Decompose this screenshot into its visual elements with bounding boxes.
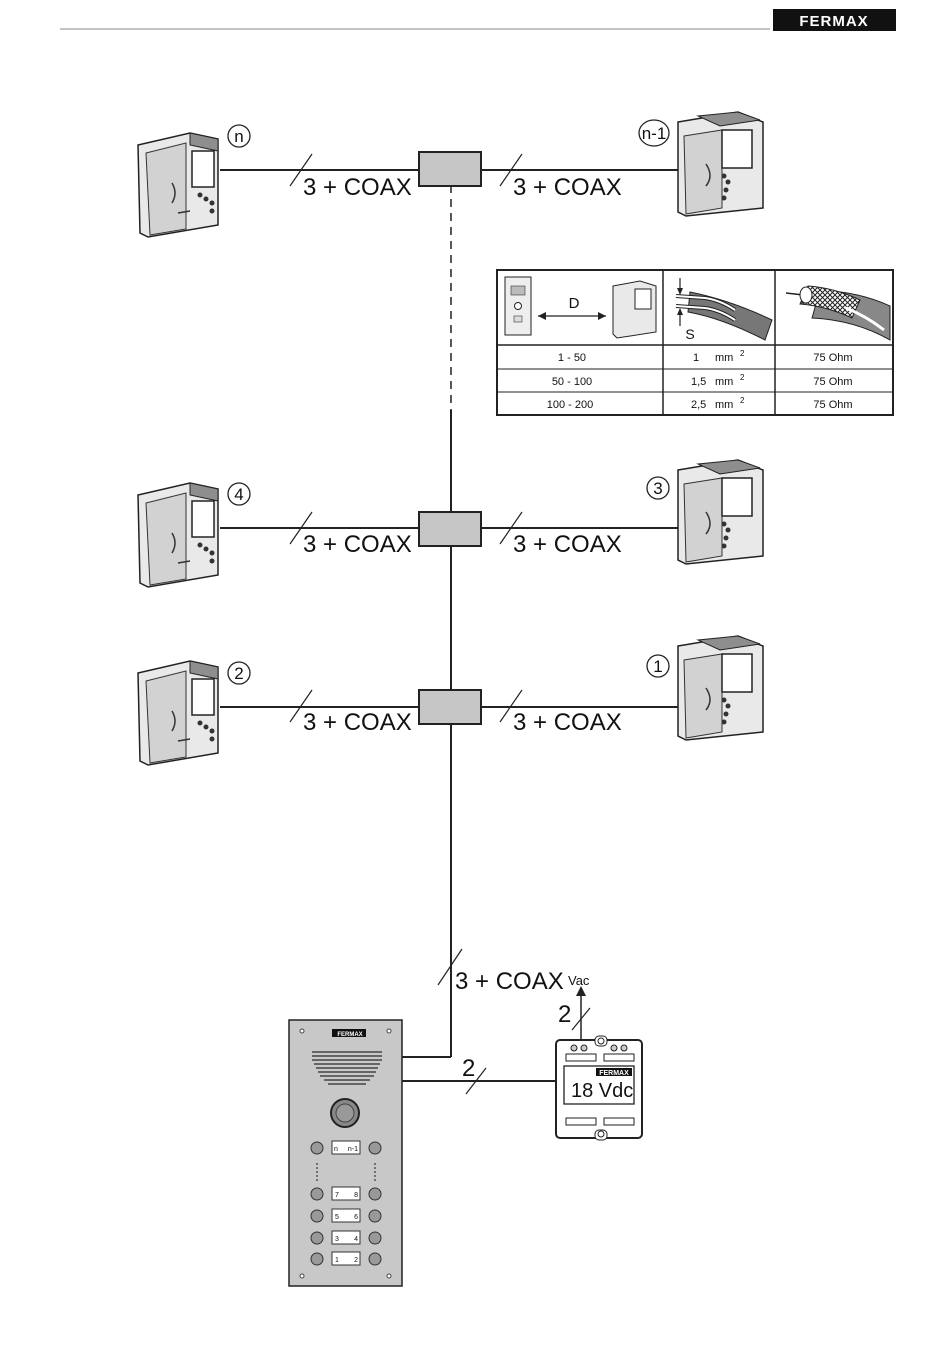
monitor-3 (678, 460, 763, 564)
monitor-marker-3: 3 (647, 477, 669, 499)
svg-text:n-1: n-1 (348, 1146, 358, 1153)
table-row-unit: mm (715, 352, 733, 364)
distributor-box (419, 152, 481, 186)
svg-text:7: 7 (335, 1192, 339, 1199)
brand-logo-text: FERMAX (799, 13, 868, 30)
bus-label: 3 + COAX (513, 531, 622, 558)
distributor-box (419, 512, 481, 546)
svg-text:3: 3 (335, 1236, 339, 1243)
svg-text:4: 4 (354, 1236, 358, 1243)
table-row-section: 2,5 (691, 399, 706, 411)
monitor-marker-4: 4 (228, 483, 250, 505)
psu-brand: FERMAX (599, 1070, 629, 1077)
bus-label: 3 + COAX (303, 531, 412, 558)
svg-text:n: n (334, 1146, 338, 1153)
svg-text:n: n (234, 127, 243, 146)
svg-text:6: 6 (354, 1214, 358, 1221)
svg-text:n-1: n-1 (642, 124, 667, 143)
bus-label: 3 + COAX (513, 709, 622, 736)
panel-brand: FERMAX (337, 1032, 362, 1038)
distance-symbol: D (569, 295, 580, 312)
table-row-exp: 2 (740, 349, 745, 358)
svg-text:2: 2 (234, 664, 243, 683)
table-row-section: 1 (693, 352, 699, 364)
table-row-impedance: 75 Ohm (813, 376, 852, 388)
svg-text:5: 5 (335, 1214, 339, 1221)
bus-label: 3 + COAX (303, 709, 412, 736)
svg-text:8: 8 (354, 1192, 358, 1199)
table-row-impedance: 75 Ohm (813, 352, 852, 364)
table-row-distance: 100 - 200 (547, 399, 593, 411)
monitor-2 (138, 661, 218, 765)
brand-logo: FERMAX (773, 9, 896, 31)
distributor-box (419, 690, 481, 724)
table-row-distance: 1 - 50 (558, 352, 586, 364)
table-row-distance: 50 - 100 (552, 376, 592, 388)
table-row-section: 1,5 (691, 376, 706, 388)
svg-text:1: 1 (653, 657, 662, 676)
monitor-n (138, 133, 218, 237)
cable-table: D S 1 - 50 1 mm 2 75 Ohm 50 (497, 270, 893, 415)
monitor-marker-n-1: n-1 (639, 120, 669, 146)
svg-text:3: 3 (653, 479, 662, 498)
psu-input-voltage: Vac (568, 973, 590, 988)
psu-output-label: 2 (462, 1055, 475, 1082)
bus-label: 3 + COAX (513, 174, 622, 201)
svg-text:1: 1 (335, 1257, 339, 1264)
table-row-unit: mm (715, 399, 733, 411)
monitor-n-1 (678, 112, 763, 216)
psu-input-label: 2 (558, 1001, 571, 1028)
monitor-marker-2: 2 (228, 662, 250, 684)
section-symbol: S (685, 326, 694, 342)
monitor-marker-n: n (228, 125, 250, 147)
table-row-impedance: 75 Ohm (813, 399, 852, 411)
monitor-1 (678, 636, 763, 740)
power-supply: FERMAX 18 Vdc (556, 1036, 642, 1140)
entry-panel: FERMAX n n-1 (289, 1020, 402, 1286)
svg-text:2: 2 (354, 1257, 358, 1264)
monitor-4 (138, 483, 218, 587)
psu-output-voltage: 18 Vdc (571, 1080, 633, 1102)
table-row-exp: 2 (740, 373, 745, 382)
bus-label: 3 + COAX (303, 174, 412, 201)
table-row-exp: 2 (740, 396, 745, 405)
svg-text:4: 4 (234, 485, 243, 504)
monitor-marker-1: 1 (647, 655, 669, 677)
riser-label: 3 + COAX (455, 968, 564, 995)
table-row-unit: mm (715, 376, 733, 388)
